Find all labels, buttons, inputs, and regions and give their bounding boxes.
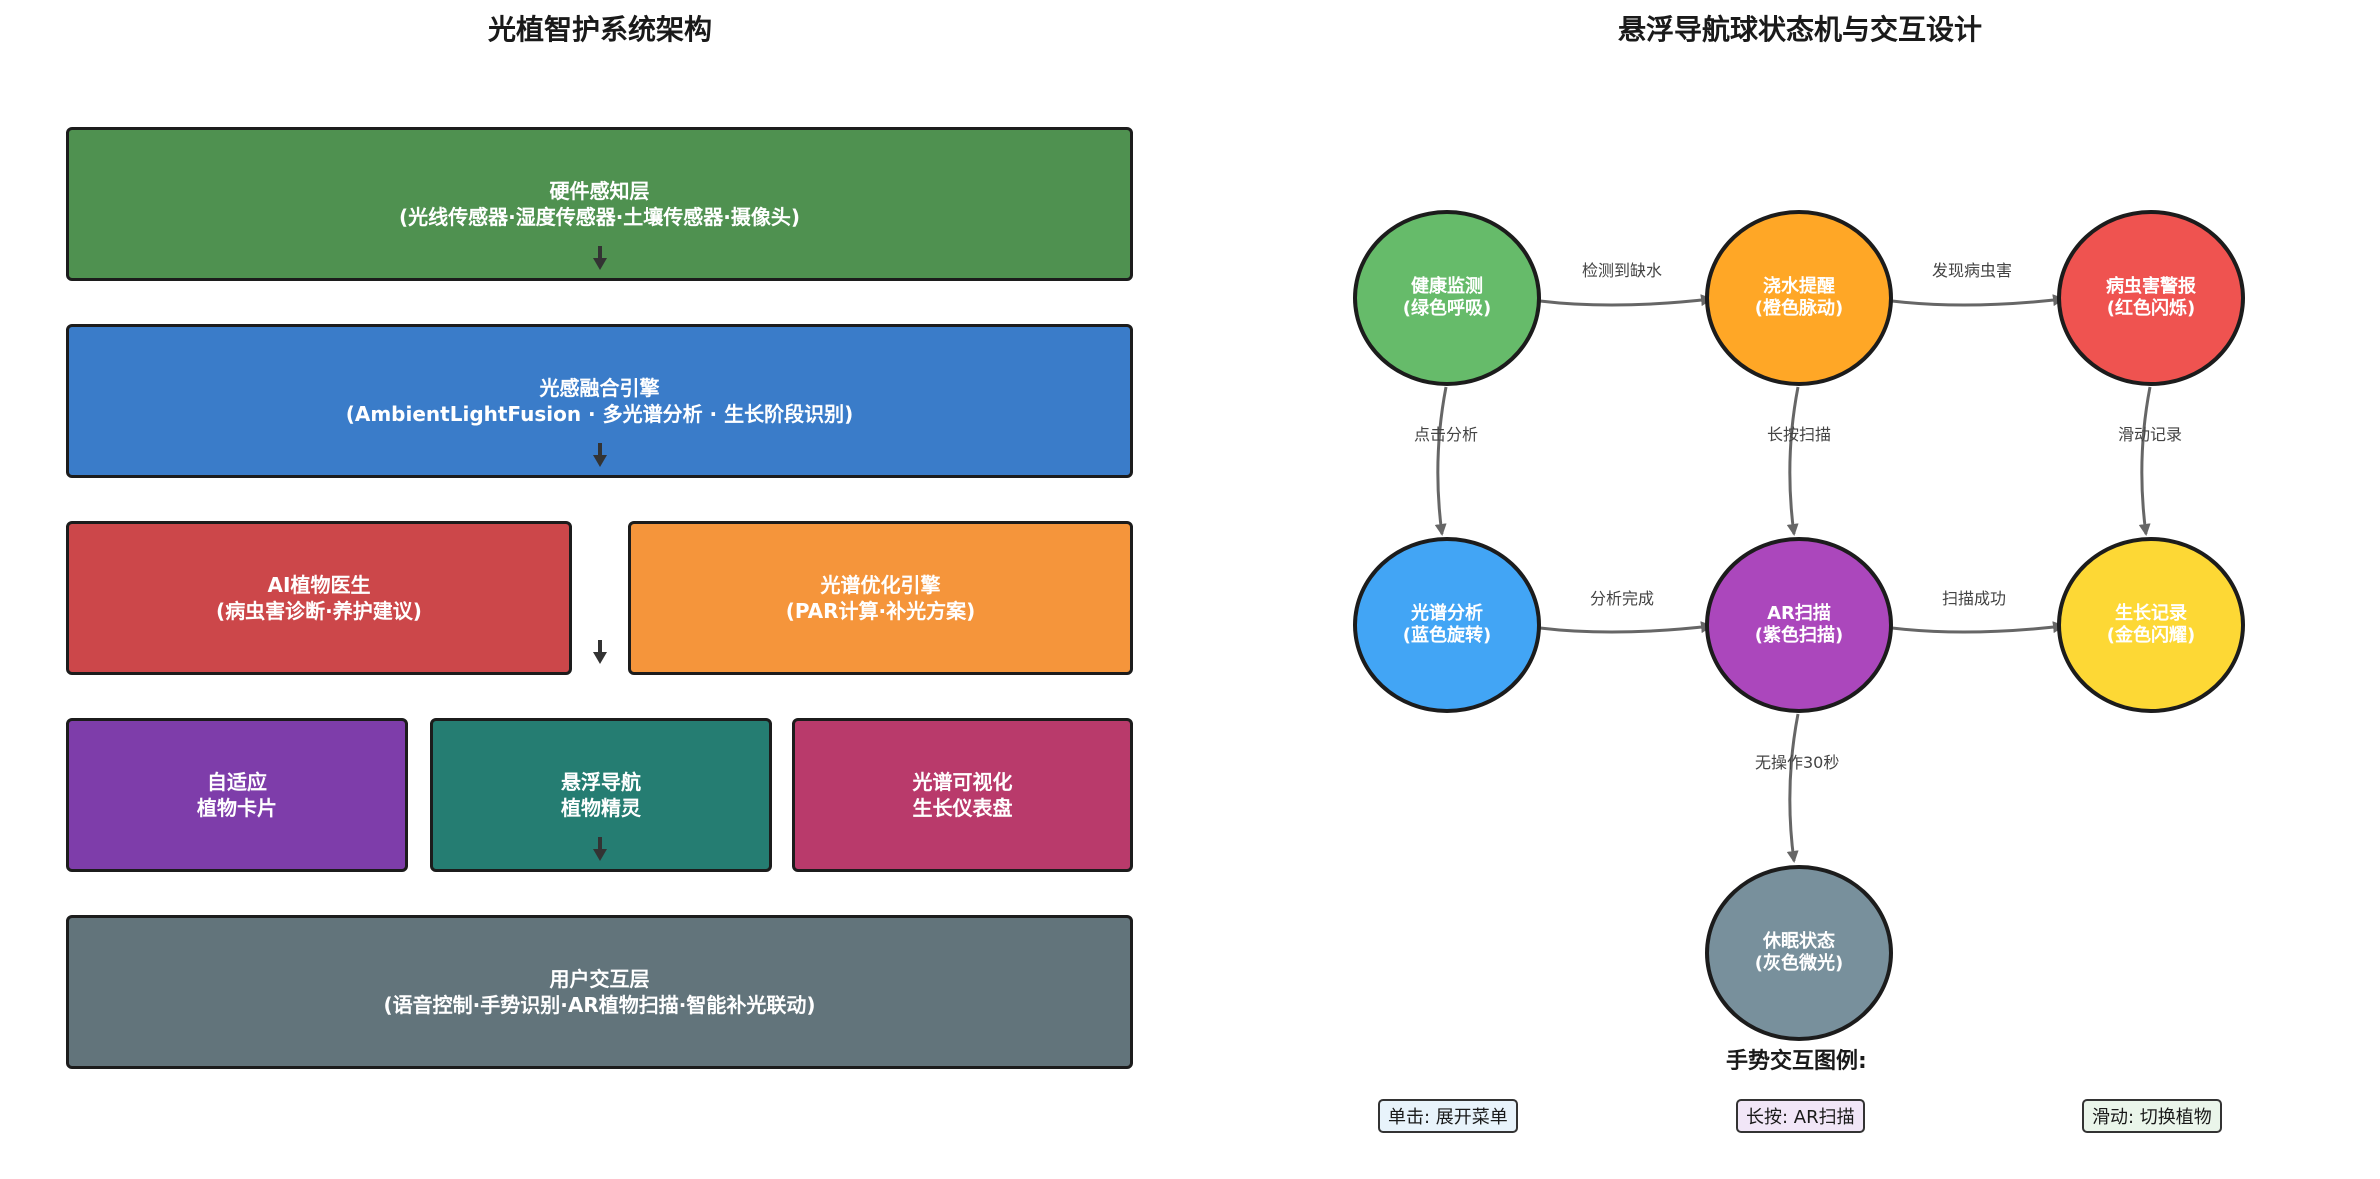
dashboard-line1: 光谱可视化 [912,770,1013,794]
legend-item-tap: 单击: 展开菜单 [1378,1099,1518,1133]
edge-ar-growth [1891,621,2065,634]
state-sleep-name: 休眠状态 [1763,930,1835,952]
spectrum-engine-detail: (PAR计算·补光方案) [785,599,976,623]
edge-spectrum-ar [1539,621,1713,634]
state-pest[interactable]: 病虫害警报 (红色闪烁) [2057,210,2245,386]
state-growth[interactable]: 生长记录 (金色闪耀) [2057,537,2245,713]
label-ar-sleep: 无操作30秒 [1755,753,1840,772]
label-health-spectrum: 点击分析 [1414,425,1479,444]
user-interaction-layer: 用户交互层 (语音控制·手势识别·AR植物扫描·智能补光联动) [66,915,1133,1069]
fusion-engine-layer: 光感融合引擎 (AmbientLightFusion · 多光谱分析 · 生长阶… [66,324,1133,478]
hardware-layer-name: 硬件感知层 [549,179,650,203]
edge-ar-sleep [1786,713,1800,863]
state-growth-name: 生长记录 [2115,602,2187,624]
ai-doctor-detail: (病虫害诊断·养护建议) [216,599,422,623]
label-spectrum-ar: 分析完成 [1590,589,1655,608]
nav-sprite-line1: 悬浮导航 [561,770,641,794]
state-water-name: 浇水提醒 [1763,275,1835,297]
plant-card-module: 自适应 植物卡片 [66,718,408,872]
state-ar-effect: (紫色扫描) [1754,625,1844,646]
ai-doctor-name: AI植物医生 [267,573,371,597]
state-health-name: 健康监测 [1411,275,1483,297]
hardware-layer: 硬件感知层 (光线传感器·湿度传感器·土壤传感器·摄像头) [66,127,1133,281]
state-ar[interactable]: AR扫描 (紫色扫描) [1705,537,1893,713]
state-spectrum-effect: (蓝色旋转) [1402,625,1492,646]
legend-item-long-press: 长按: AR扫描 [1736,1099,1865,1133]
state-water-effect: (橙色脉动) [1754,298,1844,319]
state-health-effect: (绿色呼吸) [1402,298,1492,319]
state-spectrum[interactable]: 光谱分析 (蓝色旋转) [1353,537,1541,713]
state-pest-effect: (红色闪烁) [2106,298,2196,319]
hardware-layer-detail: (光线传感器·湿度传感器·土壤传感器·摄像头) [398,205,801,229]
legend-title: 手势交互图例: [1726,1049,1867,1074]
ai-doctor-module: AI植物医生 (病虫害诊断·养护建议) [66,521,572,675]
dashboard-line2: 生长仪表盘 [912,796,1013,820]
state-sleep[interactable]: 休眠状态 (灰色微光) [1705,865,1893,1041]
state-pest-name: 病虫害警报 [2106,275,2196,297]
nav-sprite-line2: 植物精灵 [561,796,641,820]
legend-item-swipe: 滑动: 切换植物 [2082,1099,2222,1133]
fusion-engine-detail: (AmbientLightFusion · 多光谱分析 · 生长阶段识别) [345,402,854,426]
state-machine-title: 悬浮导航球状态机与交互设计 [1617,13,1982,46]
state-spectrum-name: 光谱分析 [1411,602,1483,624]
label-water-pest: 发现病虫害 [1932,261,2013,280]
label-water-ar: 长按扫描 [1767,425,1832,444]
user-layer-detail: (语音控制·手势识别·AR植物扫描·智能补光联动) [383,993,816,1017]
spectrum-engine-module: 光谱优化引擎 (PAR计算·补光方案) [628,521,1133,675]
state-water[interactable]: 浇水提醒 (橙色脉动) [1705,210,1893,386]
architecture-title: 光植智护系统架构 [487,13,712,46]
spectrum-engine-name: 光谱优化引擎 [820,573,941,597]
state-health[interactable]: 健康监测 (绿色呼吸) [1353,210,1541,386]
label-health-water: 检测到缺水 [1582,261,1663,280]
plant-card-line1: 自适应 [207,770,267,794]
edge-pest-growth [2138,386,2152,536]
nav-sprite-module: 悬浮导航 植物精灵 [430,718,772,872]
edge-health-water [1539,294,1713,307]
user-layer-name: 用户交互层 [549,967,650,991]
edge-water-pest [1891,294,2065,307]
label-ar-growth: 扫描成功 [1942,589,2007,608]
state-sleep-effect: (灰色微光) [1754,953,1844,974]
edge-health-spectrum [1434,386,1448,536]
state-growth-effect: (金色闪耀) [2106,625,2196,646]
label-pest-growth: 滑动记录 [2118,425,2183,444]
plant-card-line2: 植物卡片 [197,796,277,820]
state-ar-name: AR扫描 [1767,602,1831,624]
edge-water-ar [1786,386,1800,536]
dashboard-module: 光谱可视化 生长仪表盘 [792,718,1133,872]
fusion-engine-name: 光感融合引擎 [539,376,660,400]
